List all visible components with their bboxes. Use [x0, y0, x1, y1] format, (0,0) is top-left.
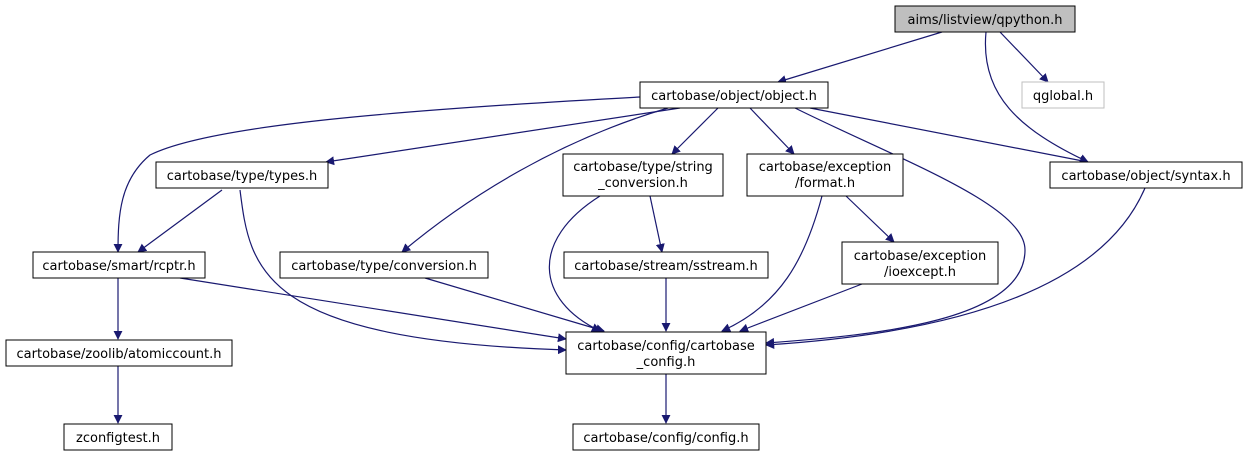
edge-types-rcptr — [137, 189, 223, 253]
node-ioexcept-h-label-1: cartobase/exception — [854, 249, 986, 264]
edge-object-syntax — [809, 107, 1089, 165]
node-cartobase-config-h-label-2: _config.h — [636, 355, 696, 370]
node-exception-format-h[interactable]: cartobase/exception /format.h — [746, 153, 904, 197]
node-rcptr-h[interactable]: cartobase/smart/rcptr.h — [32, 251, 206, 279]
node-cartobase-config-h-label-1: cartobase/config/cartobase — [577, 339, 755, 354]
node-conversion-h-label: cartobase/type/conversion.h — [291, 259, 477, 274]
edge-object-exception-format — [749, 107, 795, 155]
edge-string-conversion-sstream — [649, 195, 665, 253]
edge-exception-format-cartobase-config — [721, 195, 823, 332]
nodes: aims/listview/qpython.h cartobase/object… — [5, 5, 1243, 451]
node-string-conversion-h-label-1: cartobase/type/string — [573, 160, 713, 175]
node-rcptr-h-label: cartobase/smart/rcptr.h — [42, 259, 195, 274]
node-atomiccount-h-label: cartobase/zoolib/atomiccount.h — [17, 347, 222, 362]
node-ioexcept-h-label-2: /ioexcept.h — [884, 265, 956, 280]
edge-exception-format-ioexcept — [845, 195, 895, 243]
node-cartobase-config-h[interactable]: cartobase/config/cartobase _config.h — [565, 331, 767, 375]
edge-object-string-conversion — [671, 107, 719, 155]
node-sstream-h[interactable]: cartobase/stream/sstream.h — [563, 251, 769, 279]
edge-conversion-cartobase-config — [424, 277, 605, 334]
edge-object-rcptr — [113, 96, 641, 253]
node-zconfigtest-h-label: zconfigtest.h — [76, 431, 160, 446]
edges — [113, 31, 1146, 424]
edge-qpython-syntax — [984, 31, 1089, 163]
node-string-conversion-h[interactable]: cartobase/type/string _conversion.h — [562, 153, 724, 197]
node-config-h-label: cartobase/config/config.h — [583, 431, 748, 446]
node-config-h[interactable]: cartobase/config/config.h — [572, 423, 760, 451]
node-qpython-h[interactable]: aims/listview/qpython.h — [894, 5, 1076, 33]
node-ioexcept-h[interactable]: cartobase/exception /ioexcept.h — [841, 241, 999, 285]
node-conversion-h[interactable]: cartobase/type/conversion.h — [279, 251, 489, 279]
node-object-h-label: cartobase/object/object.h — [651, 89, 817, 104]
node-sstream-h-label: cartobase/stream/sstream.h — [574, 259, 758, 274]
node-types-h[interactable]: cartobase/type/types.h — [155, 161, 329, 189]
edge-qpython-object — [777, 31, 943, 84]
node-types-h-label: cartobase/type/types.h — [167, 169, 317, 184]
edge-qpython-qglobal — [999, 31, 1049, 83]
node-object-h[interactable]: cartobase/object/object.h — [639, 81, 829, 109]
edge-string-conversion-cartobase-config — [548, 195, 601, 332]
edge-ioexcept-cartobase-config — [739, 283, 863, 333]
node-qpython-h-label: aims/listview/qpython.h — [908, 13, 1063, 28]
edge-rcptr-cartobase-config — [179, 277, 567, 343]
edge-syntax-cartobase-config — [765, 187, 1146, 349]
edge-object-conversion — [401, 107, 669, 253]
node-exception-format-h-label-1: cartobase/exception — [759, 160, 891, 175]
node-string-conversion-h-label-2: _conversion.h — [597, 176, 688, 191]
node-syntax-h-label: cartobase/object/syntax.h — [1061, 169, 1230, 184]
edge-object-types — [325, 107, 681, 166]
node-exception-format-h-label-2: /format.h — [795, 176, 855, 191]
node-syntax-h[interactable]: cartobase/object/syntax.h — [1049, 161, 1243, 189]
node-atomiccount-h[interactable]: cartobase/zoolib/atomiccount.h — [5, 339, 233, 367]
node-qglobal-h-label: qglobal.h — [1033, 89, 1093, 104]
node-zconfigtest-h[interactable]: zconfigtest.h — [63, 423, 173, 451]
node-qglobal-h[interactable]: qglobal.h — [1021, 81, 1105, 109]
